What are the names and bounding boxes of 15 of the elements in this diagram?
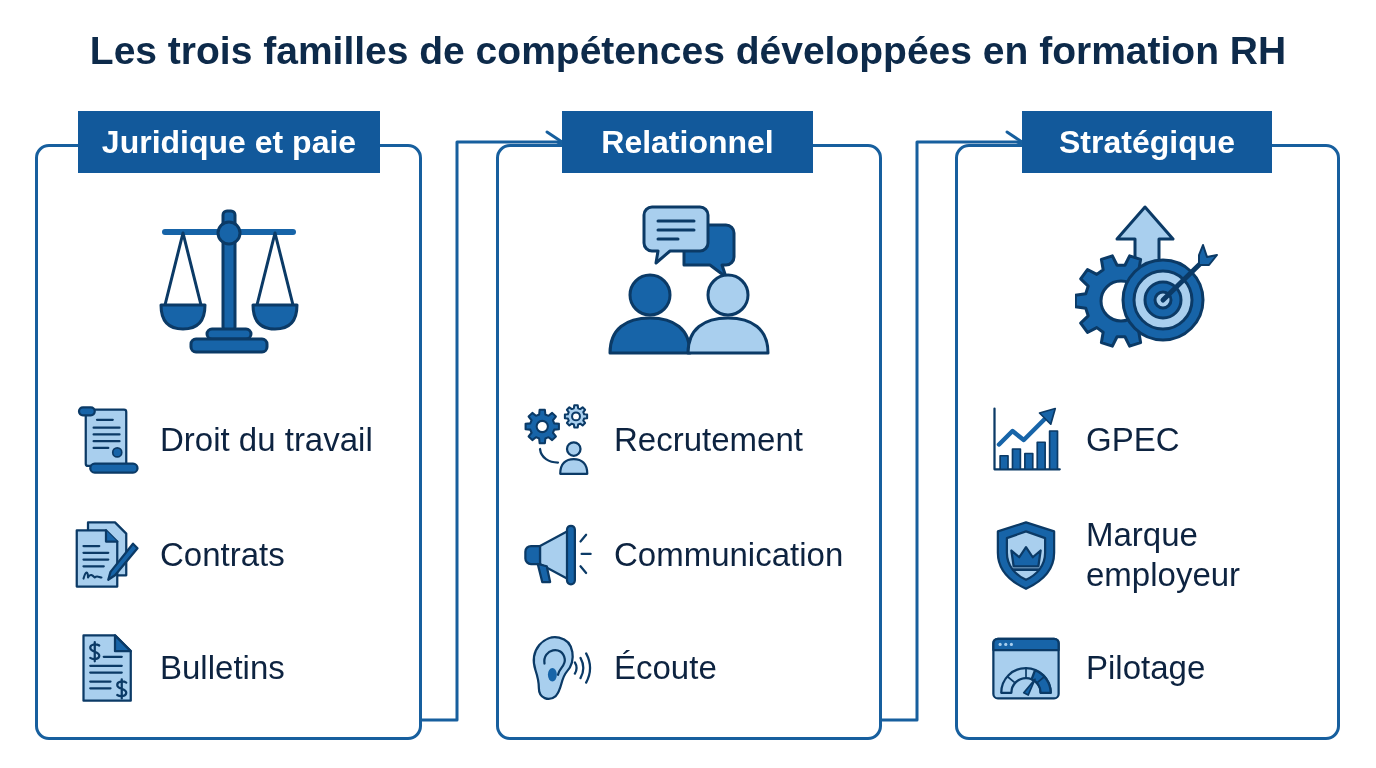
item-label: Marque employeur: [1086, 515, 1242, 595]
connector-arrow: [422, 130, 564, 722]
item-label: Recrutement: [614, 420, 803, 460]
title: Les trois familles de compétences développées en formation RH: [89, 28, 1287, 74]
item-label: GPEC: [1086, 420, 1180, 460]
item-label: Écoute: [614, 648, 717, 688]
item-label: Contrats: [160, 535, 285, 575]
item-label: Pilotage: [1086, 648, 1206, 688]
category-tab: Juridique et paie: [78, 111, 380, 173]
item-label: Bulletins: [160, 648, 285, 688]
category-tab: Stratégique: [1022, 111, 1272, 173]
connector-arrow: [882, 130, 1024, 722]
category-tab: Relationnel: [562, 111, 813, 173]
item-label: Communication: [614, 535, 844, 575]
item-label: Droit du travail: [160, 420, 373, 460]
